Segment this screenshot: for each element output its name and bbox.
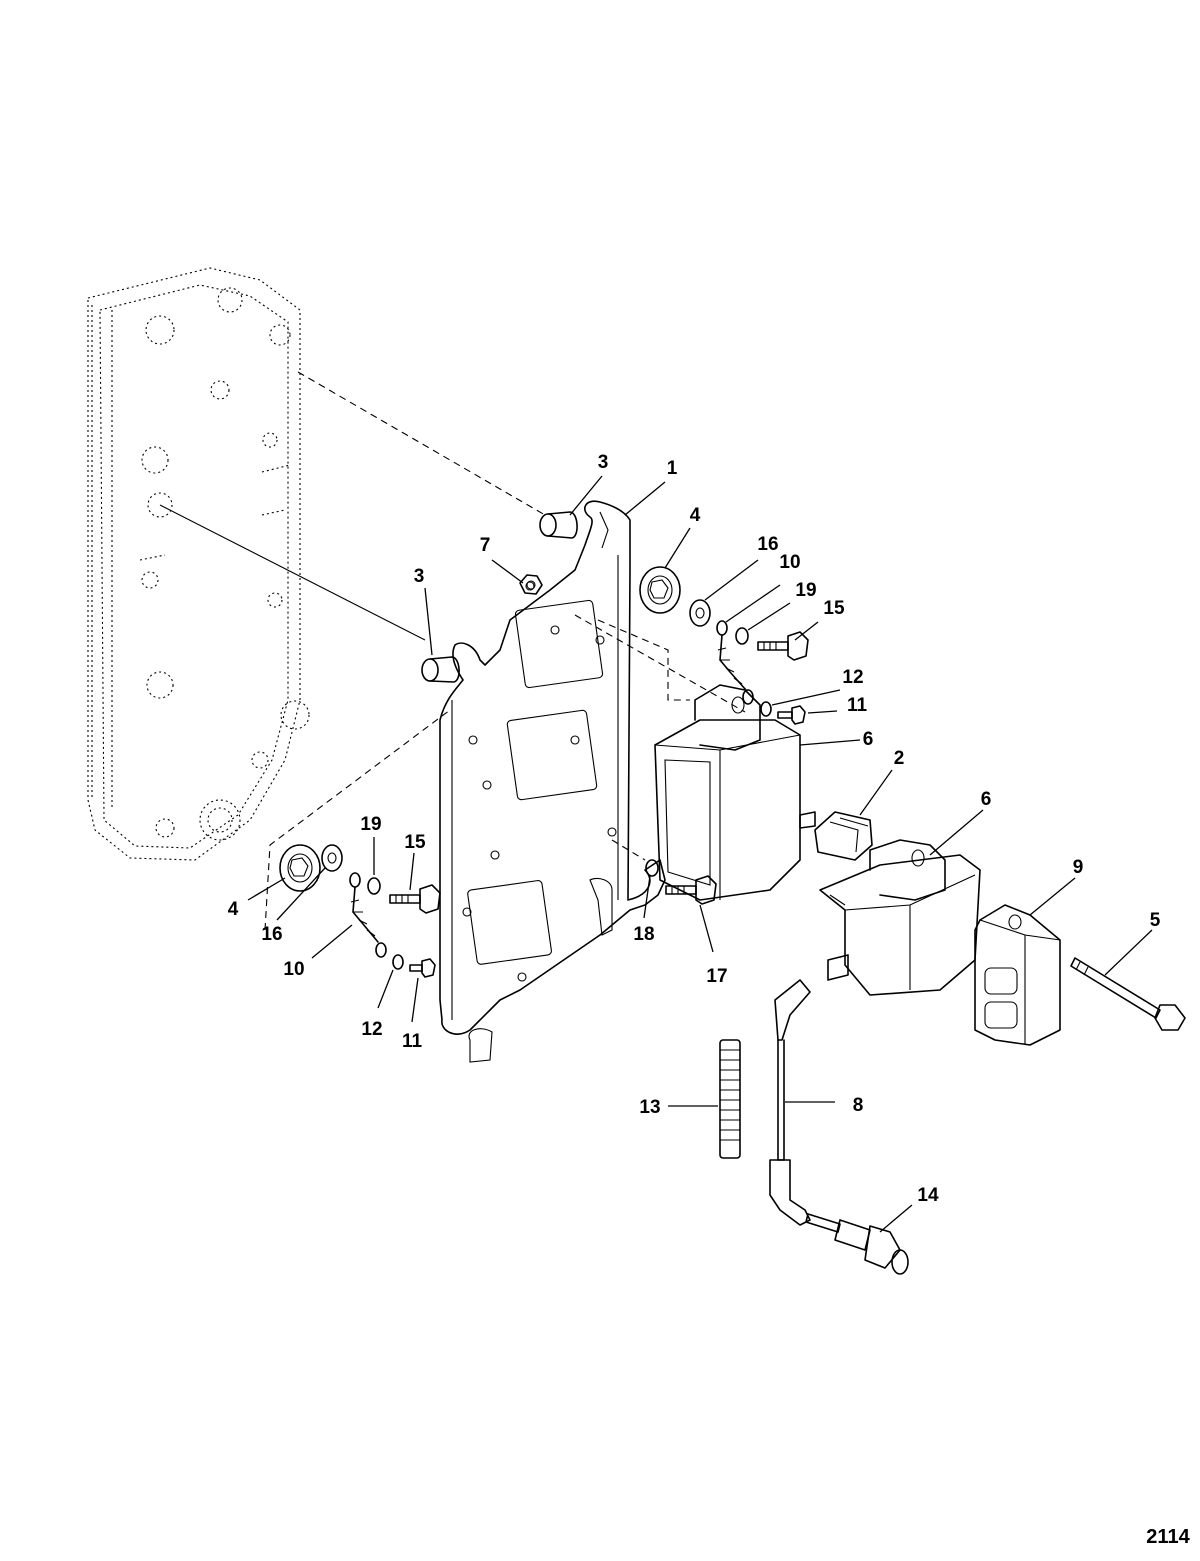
- screw-11-lower: [409, 958, 436, 978]
- engine-block: [87, 267, 310, 861]
- figure-number: 2114: [1146, 1526, 1190, 1548]
- callout-10: 10: [779, 552, 800, 573]
- callout-6: 6: [981, 789, 992, 810]
- callout-9: 9: [1073, 857, 1084, 878]
- callout-2: 2: [894, 748, 905, 769]
- callout-17: 17: [706, 966, 727, 987]
- callout-8: 8: [853, 1095, 864, 1116]
- callout-13: 13: [639, 1097, 660, 1118]
- callout-16: 16: [261, 924, 282, 945]
- bolt-15-lower: [389, 884, 441, 914]
- bolt-15-upper: [757, 631, 809, 661]
- ignition-coil-6-lower: [819, 839, 981, 996]
- ignition-coil-6-upper: [654, 684, 816, 901]
- washer-18: [645, 859, 659, 877]
- callout-11: 11: [847, 695, 868, 716]
- callout-10: 10: [283, 959, 304, 980]
- callout-1: 1: [667, 458, 678, 479]
- callout-12: 12: [842, 667, 863, 688]
- screw-11-upper: [777, 705, 806, 725]
- nut-7: [519, 574, 543, 595]
- leader-lines: [247, 475, 1153, 1233]
- callout-19: 19: [795, 580, 816, 601]
- ground-wire-10-lower: [349, 872, 387, 958]
- callout-11: 11: [402, 1031, 423, 1052]
- washer-19-upper: [735, 627, 749, 645]
- spark-plug-lead-8: [769, 979, 811, 1226]
- callout-7: 7: [480, 535, 491, 556]
- callout-15: 15: [404, 832, 426, 853]
- long-bolt-5: [1070, 957, 1186, 1031]
- callout-15: 15: [823, 598, 845, 619]
- grommet-4-lower: [279, 844, 321, 892]
- washer-12-lower: [392, 954, 404, 970]
- spark-plug-14: [805, 1213, 909, 1275]
- washer-12-upper: [760, 701, 772, 717]
- callout-6: 6: [863, 729, 874, 750]
- callout-18: 18: [633, 924, 654, 945]
- washer-16-lower: [321, 844, 343, 872]
- washer-19-lower: [367, 877, 381, 895]
- callout-4: 4: [228, 899, 239, 920]
- ground-wire-10-upper: [716, 620, 754, 705]
- clip-2: [814, 811, 873, 861]
- callout-3: 3: [598, 452, 609, 473]
- module-9: [974, 904, 1061, 1046]
- callout-16: 16: [757, 534, 778, 555]
- callout-4: 4: [690, 505, 701, 526]
- grommet-3-lower: [421, 656, 460, 683]
- mounting-bracket: [439, 500, 666, 1063]
- bolt-17: [665, 875, 717, 905]
- callout-5: 5: [1150, 910, 1161, 931]
- grommet-4-upper: [639, 566, 681, 614]
- grommet-3-upper: [539, 511, 578, 539]
- washer-16-upper: [689, 599, 711, 627]
- callout-labels: 3 1 4 7 16 10 3 19 15 12 11 6 2 6 19 15 …: [228, 452, 1161, 1206]
- callout-12: 12: [361, 1019, 382, 1040]
- sleeve-13: [719, 1039, 741, 1159]
- callout-14: 14: [917, 1185, 939, 1206]
- callout-19: 19: [360, 814, 381, 835]
- callout-3: 3: [414, 566, 425, 587]
